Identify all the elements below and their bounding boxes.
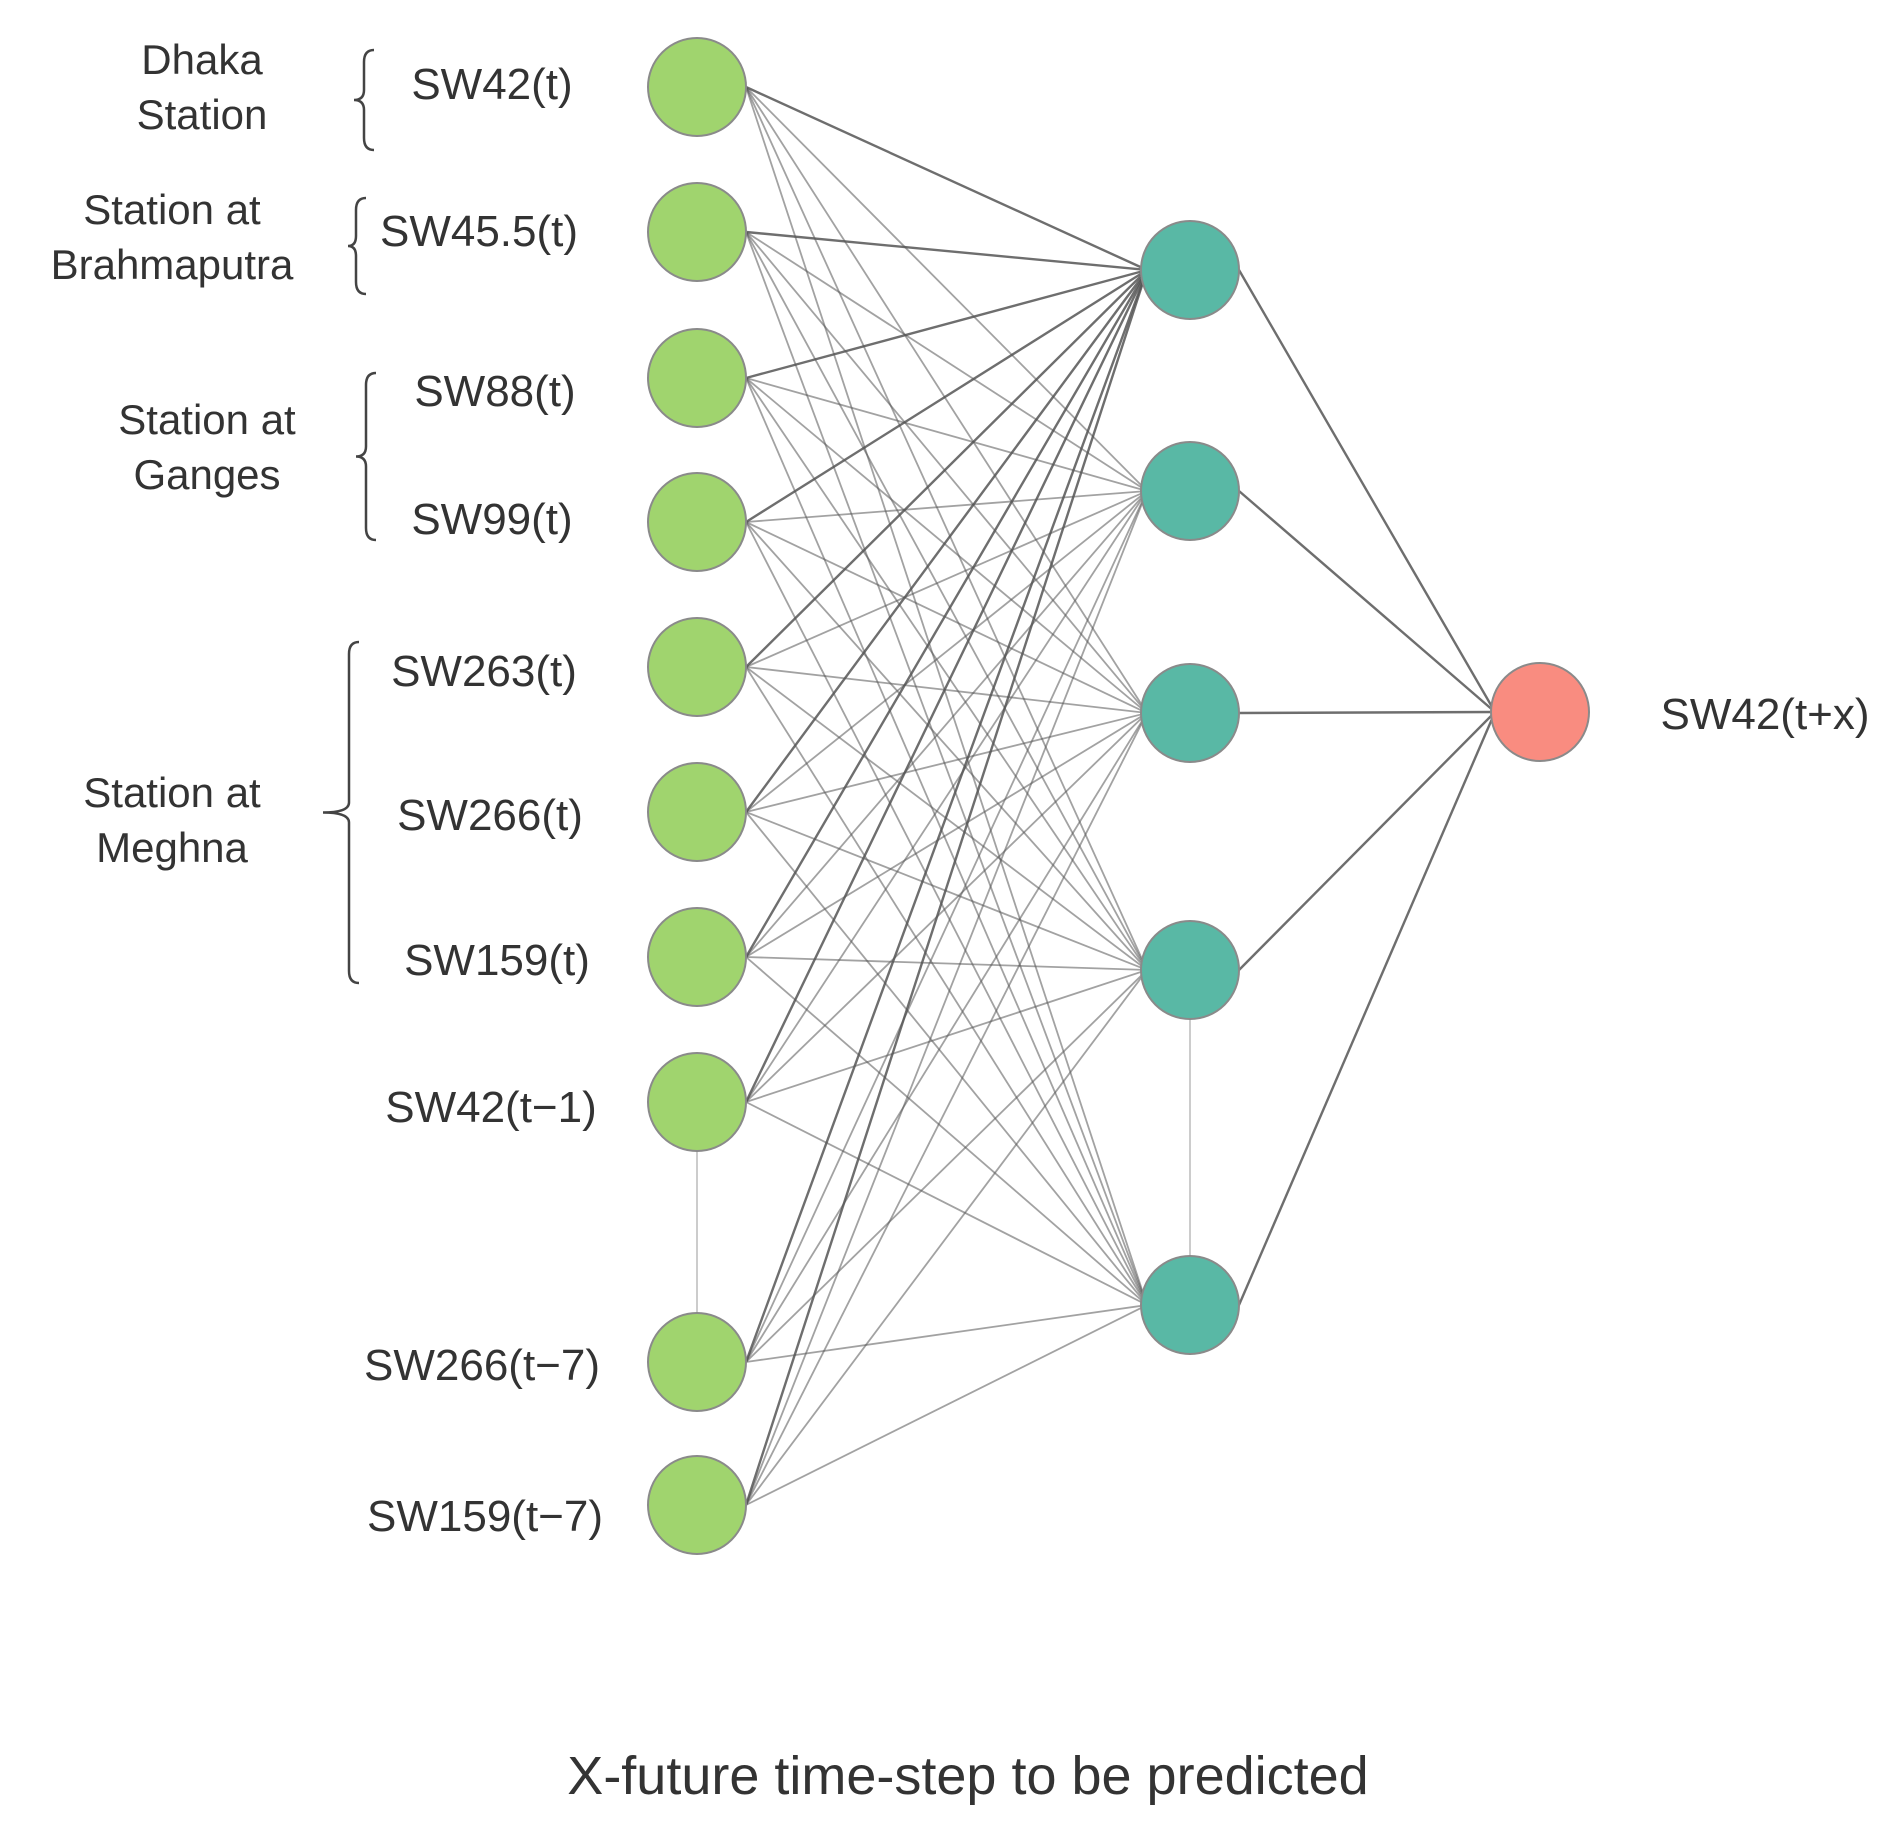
hidden-node-2	[1140, 441, 1240, 541]
edge-input-10-hidden-3	[745, 712, 1148, 1506]
edge-input-3-hidden-3	[745, 377, 1148, 714]
edge-input-7-hidden-3	[745, 712, 1148, 958]
edge-input-2-hidden-2	[745, 231, 1148, 492]
edge-input-4-hidden-1	[745, 268, 1148, 524]
group-label-brahmaputra-line2: Brahmaputra	[51, 241, 294, 288]
edge-input-2-hidden-5	[745, 231, 1148, 1306]
edge-input-4-hidden-2	[745, 490, 1148, 523]
edge-input-9-hidden-5	[745, 1304, 1148, 1363]
edge-input-8-hidden-3	[745, 712, 1148, 1103]
edge-input-2-hidden-3	[745, 231, 1148, 714]
hidden-node-3	[1140, 663, 1240, 763]
input-label-sw99-t: SW99(t)	[411, 495, 572, 544]
input-label-sw88-t: SW88(t)	[414, 367, 575, 416]
edge-input-3-hidden-1	[745, 268, 1148, 380]
bracket-ganges-station	[355, 371, 377, 542]
edge-input-10-hidden-2	[745, 490, 1148, 1506]
edge-input-5-hidden-2	[745, 490, 1148, 668]
edge-input-2-hidden-1	[745, 230, 1148, 272]
edge-input-1-hidden-5	[745, 86, 1148, 1306]
hidden-node-5	[1140, 1255, 1240, 1355]
input-node-1	[647, 37, 747, 137]
group-label-meghna-line1: Station at	[83, 769, 261, 816]
input-node-9	[647, 1312, 747, 1412]
bracket-dhaka-station	[353, 48, 375, 152]
edge-input-7-hidden-1	[744, 269, 1149, 958]
output-node	[1490, 662, 1590, 762]
edge-input-5-hidden-3	[745, 666, 1148, 714]
edge-input-9-hidden-2	[745, 490, 1148, 1363]
edge-input-8-hidden-5	[745, 1101, 1148, 1306]
nodes	[647, 37, 1590, 1555]
edge-input-4-hidden-4	[745, 521, 1148, 971]
bracket-meghna-station	[322, 640, 360, 985]
edge-input-3-hidden-4	[745, 377, 1148, 971]
edge-input-6-hidden-1	[745, 269, 1148, 813]
edge-input-10-hidden-1	[744, 269, 1149, 1506]
group-label-dhaka-line1: Dhaka	[141, 36, 263, 83]
edge-input-8-hidden-2	[745, 490, 1148, 1103]
edge-input-4-hidden-3	[745, 521, 1148, 714]
group-labels: Dhaka Station Station at Brahmaputra Sta…	[51, 36, 296, 871]
input-labels: SW42(t) SW45.5(t) SW88(t) SW99(t) SW263(…	[364, 60, 603, 1541]
group-label-ganges-line2: Ganges	[133, 451, 280, 498]
bracket-brahmaputra-station	[347, 196, 367, 296]
edge-hidden-2-output	[1238, 490, 1496, 713]
input-label-sw266-t: SW266(t)	[397, 791, 583, 840]
input-hidden-connections	[744, 85, 1149, 1506]
group-label-brahmaputra-line1: Station at	[83, 186, 261, 233]
group-label-ganges-line1: Station at	[118, 396, 296, 443]
edge-input-1-hidden-3	[745, 86, 1148, 714]
input-node-3	[647, 328, 747, 428]
input-label-sw45-5-t: SW45.5(t)	[380, 207, 578, 256]
input-node-10	[647, 1455, 747, 1555]
hidden-node-4	[1140, 920, 1240, 1020]
input-node-4	[647, 472, 747, 572]
edge-input-4-hidden-5	[745, 521, 1148, 1306]
input-label-sw42-t: SW42(t)	[411, 60, 572, 109]
edge-input-9-hidden-1	[744, 269, 1149, 1363]
group-brackets	[322, 48, 377, 985]
input-node-7	[647, 907, 747, 1007]
edge-hidden-5-output	[1237, 711, 1497, 1306]
edge-input-6-hidden-2	[745, 490, 1148, 813]
edge-input-7-hidden-4	[745, 956, 1148, 971]
input-node-8	[647, 1052, 747, 1152]
edge-input-5-hidden-1	[745, 269, 1148, 668]
edge-input-6-hidden-3	[745, 712, 1148, 813]
edge-input-7-hidden-2	[745, 490, 1148, 958]
input-node-2	[647, 182, 747, 282]
hidden-node-1	[1140, 220, 1240, 320]
edge-input-2-hidden-4	[745, 231, 1148, 971]
input-label-sw263-t: SW263(t)	[391, 647, 577, 696]
input-node-5	[647, 617, 747, 717]
edge-input-8-hidden-1	[744, 269, 1149, 1103]
edge-input-7-hidden-5	[745, 956, 1148, 1306]
edge-input-1-hidden-1	[745, 85, 1148, 272]
edge-input-3-hidden-5	[745, 377, 1148, 1306]
edge-input-6-hidden-5	[745, 811, 1148, 1306]
group-label-meghna-line2: Meghna	[96, 824, 248, 871]
input-label-sw159-t: SW159(t)	[404, 936, 590, 985]
input-label-sw266-t-minus-7: SW266(t−7)	[364, 1341, 600, 1390]
group-label-dhaka-line2: Station	[137, 91, 268, 138]
hidden-output-connections	[1237, 269, 1497, 1306]
input-node-6	[647, 762, 747, 862]
ellipsis-lines	[696, 1019, 1191, 1313]
edge-input-1-hidden-4	[745, 86, 1148, 971]
caption: X-future time-step to be predicted	[567, 1746, 1368, 1806]
edge-input-10-hidden-5	[745, 1304, 1148, 1506]
edge-input-10-hidden-4	[745, 969, 1148, 1506]
output-label: SW42(t+x)	[1660, 690, 1869, 739]
edge-input-1-hidden-2	[745, 86, 1148, 492]
edge-hidden-1-output	[1237, 269, 1497, 713]
input-label-sw159-t-minus-7: SW159(t−7)	[367, 1492, 603, 1541]
input-label-sw42-t-minus-1: SW42(t−1)	[385, 1083, 597, 1132]
edge-input-9-hidden-3	[745, 712, 1148, 1363]
edge-hidden-4-output	[1238, 711, 1496, 971]
edge-hidden-3-output	[1238, 710, 1496, 715]
edge-input-5-hidden-5	[745, 666, 1148, 1306]
